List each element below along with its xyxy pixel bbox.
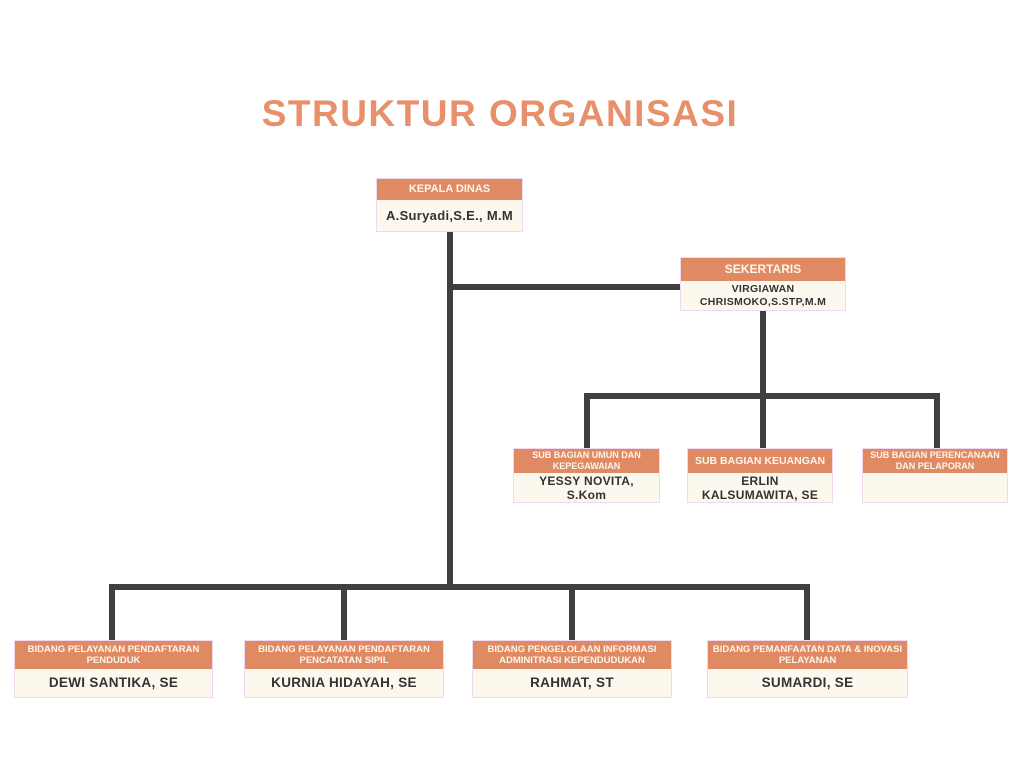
node-person-bidang-penduduk: DEWI SANTIKA, SE [48, 674, 179, 690]
org-node-bidang-pengelolaan-informasi: BIDANG PENGELOLAAN INFORMASI ADMINITRASI… [472, 640, 672, 698]
node-title-bidang-sipil: BIDANG PELAYANAN PENDAFTARAN PENCATATAN … [245, 641, 443, 669]
node-title-sub-bagian-umum: SUB BAGIAN UMUN DAN KEPEGAWAIAN [514, 449, 659, 473]
node-title-kepala-dinas: KEPALA DINAS [377, 179, 522, 200]
org-node-sub-bagian-umum-kepegawaian: SUB BAGIAN UMUN DAN KEPEGAWAIAN YESSY NO… [513, 448, 660, 503]
connector-branch-sekertaris [447, 284, 683, 290]
node-title-bidang-penduduk: BIDANG PELAYANAN PENDAFTARAN PENDUDUK [15, 641, 212, 669]
node-person-sekertaris: VIRGIAWAN CHRISMOKO,S.STP,M.M [699, 282, 827, 308]
node-title-sub-bagian-perencanaan: SUB BAGIAN PERENCANAAN DAN PELAPORAN [863, 449, 1007, 473]
connector-trunk-sekertaris [760, 311, 766, 399]
connector-drop-sub-keuangan [760, 393, 766, 448]
org-node-sub-bagian-perencanaan-pelaporan: SUB BAGIAN PERENCANAAN DAN PELAPORAN [862, 448, 1008, 503]
org-node-bidang-pemanfaatan-data: BIDANG PEMANFAATAN DATA & INOVASI PELAYA… [707, 640, 908, 698]
org-node-bidang-pencatatan-sipil: BIDANG PELAYANAN PENDAFTARAN PENCATATAN … [244, 640, 444, 698]
org-node-kepala-dinas: KEPALA DINAS A.Suryadi,S.E., M.M [376, 178, 523, 232]
connector-drop-sub-perencanaan [934, 393, 940, 448]
connector-drop-bidang-data [804, 584, 810, 640]
node-person-bidang-informasi: RAHMAT, ST [530, 674, 614, 690]
connector-drop-sub-umum [584, 393, 590, 448]
node-person-bidang-sipil: KURNIA HIDAYAH, SE [271, 674, 417, 690]
node-person-sub-bagian-keuangan: ERLIN KALSUMAWITA, SE [701, 474, 819, 503]
connector-bidang-spine [109, 584, 810, 590]
node-person-kepala-dinas: A.Suryadi,S.E., M.M [385, 207, 514, 223]
page-title: STRUKTUR ORGANISASI [261, 93, 739, 134]
connector-drop-bidang-penduduk [109, 584, 115, 640]
org-node-bidang-pendaftaran-penduduk: BIDANG PELAYANAN PENDAFTARAN PENDUDUK DE… [14, 640, 213, 698]
node-title-sekertaris: SEKERTARIS [681, 258, 845, 281]
node-person-sub-bagian-perencanaan [863, 473, 1007, 502]
connector-drop-bidang-sipil [341, 584, 347, 640]
node-person-sub-bagian-umum: YESSY NOVITA, S.Kom [539, 474, 634, 503]
org-node-sekertaris: SEKERTARIS VIRGIAWAN CHRISMOKO,S.STP,M.M [680, 257, 846, 311]
connector-trunk-kepala [447, 232, 453, 590]
connector-drop-bidang-informasi [569, 584, 575, 640]
node-title-bidang-data: BIDANG PEMANFAATAN DATA & INOVASI PELAYA… [708, 641, 907, 669]
node-title-bidang-informasi: BIDANG PENGELOLAAN INFORMASI ADMINITRASI… [473, 641, 671, 669]
node-title-sub-bagian-keuangan: SUB BAGIAN KEUANGAN [688, 449, 832, 473]
node-person-bidang-data: SUMARDI, SE [761, 674, 854, 690]
org-node-sub-bagian-keuangan: SUB BAGIAN KEUANGAN ERLIN KALSUMAWITA, S… [687, 448, 833, 503]
